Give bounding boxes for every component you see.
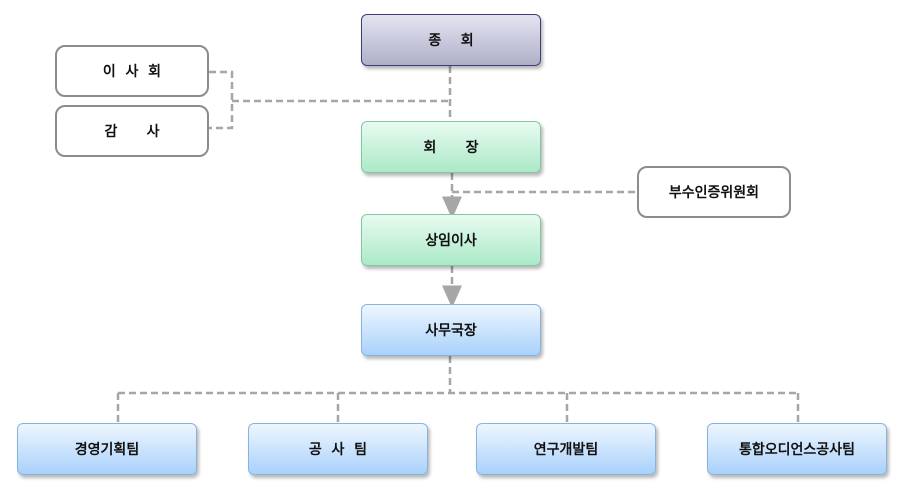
committee-label: 부수인증위원회: [668, 185, 760, 201]
standing-director-label: 상임이사: [425, 233, 477, 249]
general-meeting-label: 종 회: [428, 33, 474, 49]
board-label: 이 사 회: [102, 64, 162, 80]
committee-box: 부수인증위원회: [637, 166, 791, 218]
general-meeting-box: 종 회: [361, 14, 541, 66]
team-label: 통합오디언스공사팀: [739, 442, 855, 458]
chairman-box: 회 장: [361, 121, 541, 173]
team-box-research: 연구개발팀: [476, 423, 656, 475]
team-label: 공 사 팀: [308, 442, 368, 458]
secretary-general-label: 사무국장: [425, 323, 477, 339]
line-board-bracket: [209, 70, 234, 130]
standing-director-box: 상임이사: [361, 214, 541, 266]
auditor-label: 감 사: [104, 124, 160, 140]
team-label: 연구개발팀: [533, 442, 599, 458]
team-box-planning: 경영기획팀: [17, 423, 197, 475]
board-box: 이 사 회: [55, 45, 209, 97]
auditor-box: 감 사: [55, 105, 209, 157]
secretary-general-box: 사무국장: [361, 304, 541, 356]
team-box-audience: 통합오디언스공사팀: [707, 423, 887, 475]
team-label: 경영기획팀: [74, 442, 140, 458]
team-box-audit: 공 사 팀: [248, 423, 428, 475]
chairman-label: 회 장: [423, 140, 479, 156]
